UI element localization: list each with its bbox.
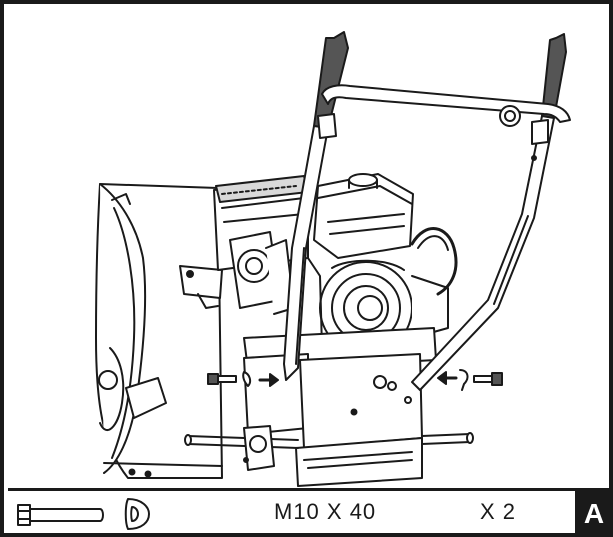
hex-bolt-icon	[17, 504, 104, 526]
frame-gearbox	[184, 353, 474, 487]
snowblower-handle-assembly-illustration	[95, 31, 571, 487]
d-washer-icon	[124, 498, 150, 530]
bolt-size-label: M10 X 40	[274, 499, 377, 524]
right-bolt-exploded	[404, 369, 503, 404]
step-letter-badge: A	[575, 491, 613, 537]
left-bolt-exploded	[207, 371, 279, 387]
engine	[213, 173, 458, 371]
auger-housing	[95, 183, 223, 479]
handle-bars	[283, 31, 571, 391]
footer-divider	[8, 488, 613, 491]
quantity-label: X 2	[480, 499, 517, 524]
chute-bracket	[179, 265, 223, 309]
hardware-footer: M10 X 40 X 2 A	[8, 491, 613, 537]
